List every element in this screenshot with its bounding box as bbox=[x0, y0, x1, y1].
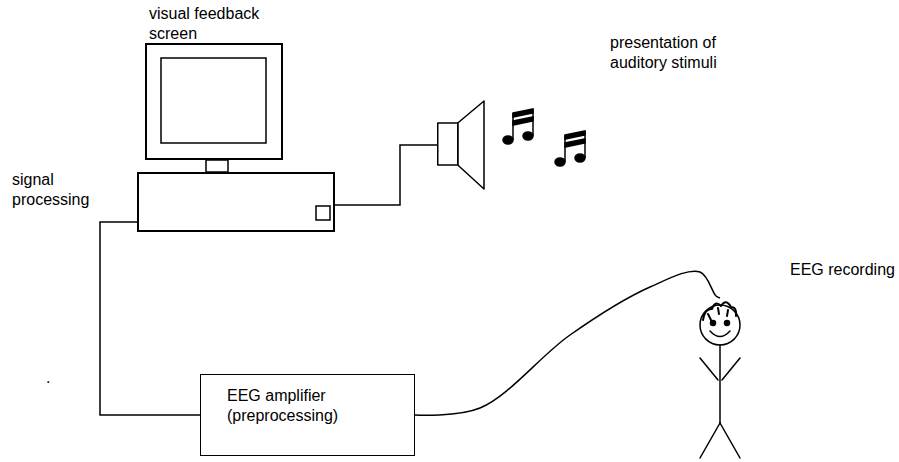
figure-outline bbox=[688, 298, 752, 460]
node-label: presentation of auditory stimuli bbox=[610, 33, 750, 73]
node-label: signal processing bbox=[12, 170, 112, 210]
monitor-stand bbox=[206, 160, 228, 172]
computer-case: signal processing bbox=[137, 172, 335, 232]
stick-figure: EEG recording bbox=[688, 298, 752, 460]
monitor: visual feedback screen bbox=[145, 43, 283, 160]
node-label: EEG amplifier (preprocessing) bbox=[227, 386, 387, 426]
cable bbox=[415, 271, 720, 415]
node-label: EEG recording bbox=[790, 260, 895, 280]
music-note bbox=[503, 109, 533, 144]
cable bbox=[100, 222, 200, 415]
cable bbox=[335, 145, 437, 205]
music-note bbox=[555, 131, 585, 166]
speaker: presentation of auditory stimuli bbox=[437, 100, 485, 190]
amplifier-box: EEG amplifier (preprocessing) bbox=[200, 374, 415, 456]
drive-slot bbox=[316, 206, 330, 220]
node-label: visual feedback screen bbox=[149, 4, 289, 44]
stray-mark: . bbox=[46, 368, 50, 388]
monitor-screen bbox=[161, 58, 266, 143]
speaker-outline bbox=[437, 100, 485, 190]
